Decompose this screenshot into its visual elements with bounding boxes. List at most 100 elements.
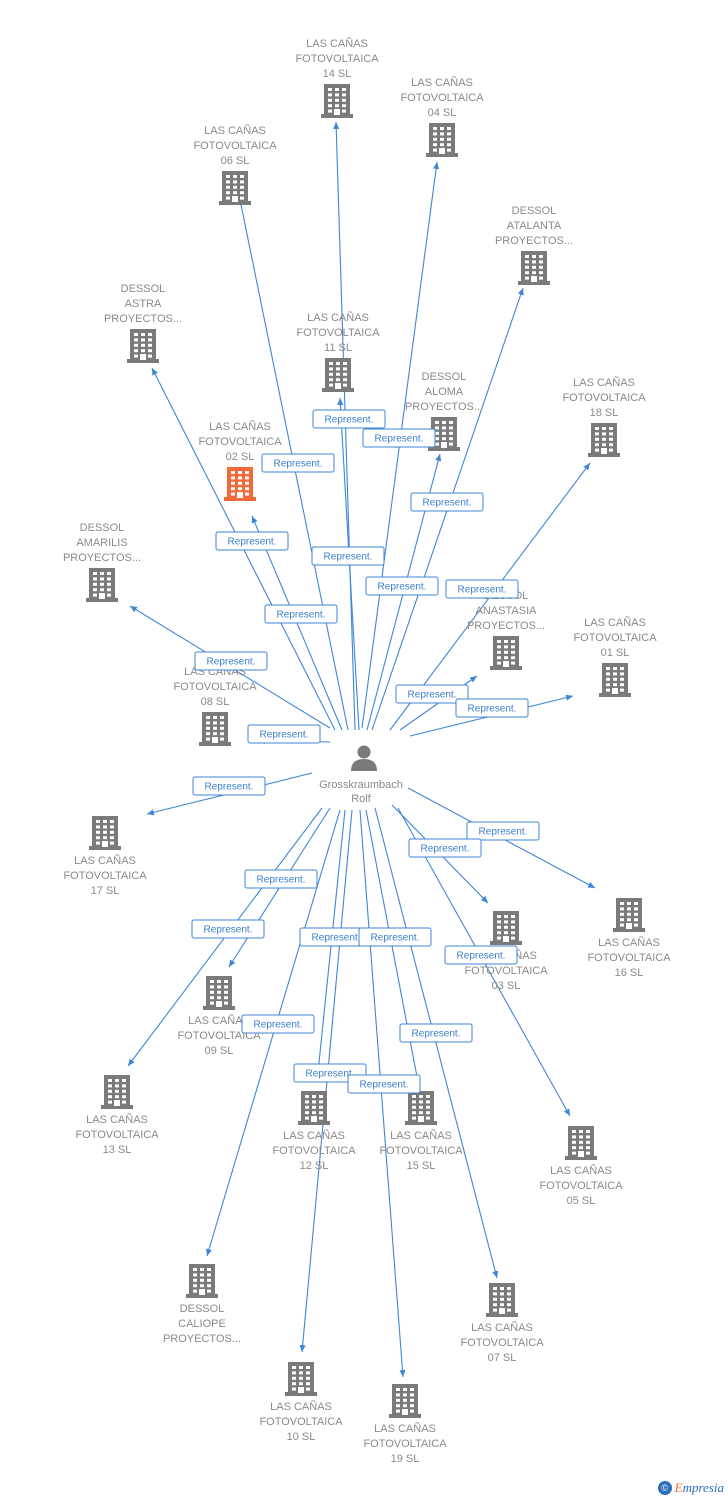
company-name-line: LAS CAÑAS [374,1422,436,1435]
company-name-line: PROYECTOS... [467,620,545,632]
edge-label-represent[interactable]: Represent. [241,1014,315,1034]
company-name-line: 13 SL [103,1144,132,1156]
person-name-line: Grosskraumbach [319,779,403,791]
edge-label-text: Represent. [205,782,254,793]
edge-label-represent[interactable]: Represent. [395,684,469,704]
edge-label-represent[interactable]: Represent. [410,492,484,512]
edge-label-text: Represent. [260,730,309,741]
edge-label-represent[interactable]: Represent. [244,869,318,889]
company-name-line: 03 SL [492,980,521,992]
company-node-naloma[interactable]: DESSOLALOMAPROYECTOS... [405,371,483,451]
company-name-line: LAS CAÑAS [573,376,635,389]
edge-label-represent[interactable]: Represent. [311,546,385,566]
edge-label-represent[interactable]: Represent. [347,1074,421,1094]
company-node-n19[interactable]: LAS CAÑAS FOTOVOLTAICA 19 SL [363,1384,447,1465]
edge-label-text: Represent. [360,1080,409,1091]
building-icon [89,816,121,850]
company-node-nanastasia[interactable]: DESSOLANASTASIAPROYECTOS... [467,590,545,670]
company-node-n11[interactable]: LAS CAÑAS FOTOVOLTAICA 11 SL [296,311,380,392]
edge-label-represent[interactable]: Represent. [399,1023,473,1043]
edge-label-represent[interactable]: Represent. [215,531,289,551]
company-name-line: 12 SL [300,1160,329,1172]
company-name-line: FOTOVOLTAICA [363,1438,447,1450]
company-name-line: 19 SL [391,1453,420,1465]
company-name-line: 09 SL [205,1045,234,1057]
edge-label-represent[interactable]: Represent. [261,453,335,473]
building-icon [518,251,550,285]
company-name-line: PROYECTOS... [405,401,483,413]
company-node-ncaliope[interactable]: DESSOLCALIOPEPROYECTOS... [163,1264,241,1345]
edge-label-represent[interactable]: Represent. [365,576,439,596]
edge-labels-layer: Represent. Represent. Represent. Represent.… [191,409,540,1094]
company-name-line: DESSOL [121,283,166,295]
edge-label-represent[interactable]: Represent. [358,927,432,947]
company-name-line: 02 SL [226,451,255,463]
building-icon [285,1362,317,1396]
edge-label-text: Represent. [324,552,373,563]
company-name-line: FOTOVOLTAICA [295,53,379,65]
edge-label-represent[interactable]: Represent. [192,776,266,796]
company-name-line: 01 SL [601,647,630,659]
edge-label-represent[interactable]: Represent. [466,821,540,841]
company-name-line: ALOMA [425,386,464,398]
edge-label-represent[interactable]: Represent. [362,428,436,448]
building-icon [199,712,231,746]
edge-label-text: Represent. [479,827,528,838]
edge-label-text: Represent. [468,704,517,715]
company-name-line: LAS CAÑAS [270,1400,332,1413]
edge-label-text: Represent. [207,657,256,668]
company-name-line: LAS CAÑAS [598,936,660,949]
edge-label-represent[interactable]: Represent. [312,409,386,429]
company-name-line: PROYECTOS... [495,235,573,247]
edge-label-represent[interactable]: Represent. [194,651,268,671]
company-name-line: LAS CAÑAS [550,1164,612,1177]
edge-label-represent[interactable]: Represent. [444,945,518,965]
company-name-line: CALIOPE [178,1318,226,1330]
company-name-line: 17 SL [91,885,120,897]
company-node-namarilis[interactable]: DESSOLAMARILISPROYECTOS... [63,522,141,602]
edge-label-text: Represent. [204,925,253,936]
edge-label-text: Represent. [378,582,427,593]
edge-label-text: Represent. [277,610,326,621]
edge-label-represent[interactable]: Represent. [247,724,321,744]
company-name-line: LAS CAÑAS [86,1113,148,1126]
brand-initial: E [674,1480,683,1495]
company-name-line: FOTOVOLTAICA [296,327,380,339]
building-icon [486,1283,518,1317]
edge-label-represent[interactable]: Represent. [264,604,338,624]
edge-label-represent[interactable]: Represent. [191,919,265,939]
edge-label-text: Represent. [375,434,424,445]
edge-label-represent[interactable]: Represent. [408,838,482,858]
company-name-line: 11 SL [324,342,352,354]
edge-label-text: Represent. [408,690,457,701]
company-node-natalanta[interactable]: DESSOLATALANTAPROYECTOS... [495,205,573,285]
company-name-line: LAS CAÑAS [283,1129,345,1142]
edge-n07 [374,807,499,1279]
company-name-line: LAS CAÑAS [204,124,266,137]
edge-label-represent[interactable]: Represent. [445,579,519,599]
building-icon [389,1384,421,1418]
company-name-line: ANASTASIA [476,605,538,617]
company-name-line: LAS CAÑAS [307,311,369,324]
company-node-nastra[interactable]: DESSOLASTRAPROYECTOS... [104,283,182,363]
edge-label-represent[interactable]: Represent. [455,698,529,718]
empresia-logo[interactable]: ©Empresia [657,1480,724,1496]
building-icon [588,423,620,457]
